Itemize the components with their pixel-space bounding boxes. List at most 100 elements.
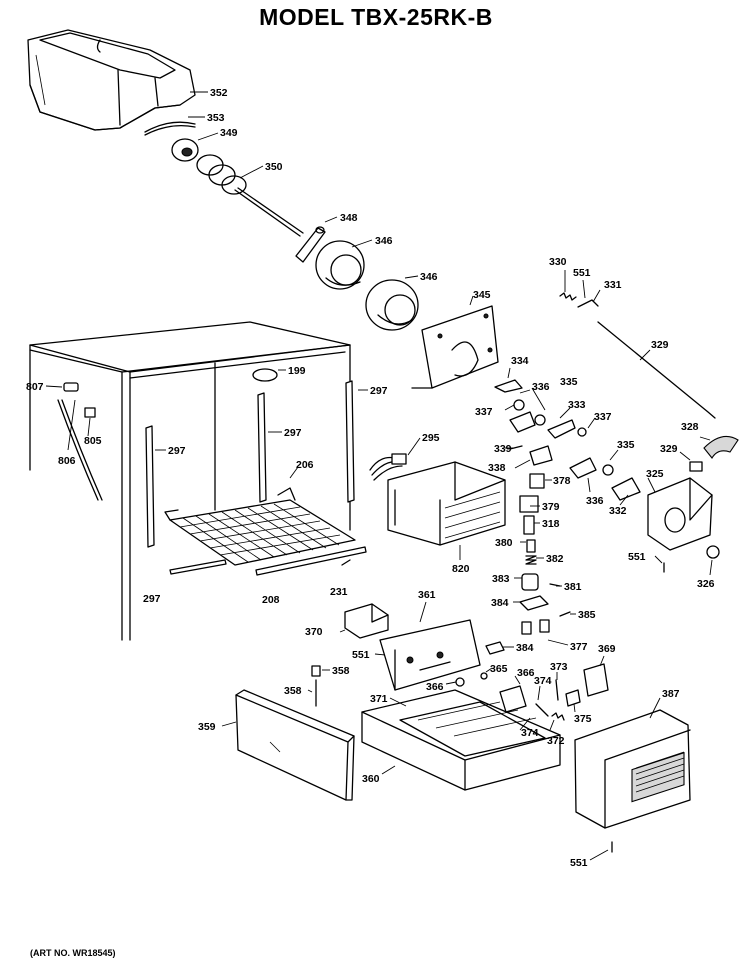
callout-371: 371 <box>370 693 388 705</box>
callout-551-top: 551 <box>573 267 591 279</box>
callout-387: 387 <box>662 688 680 700</box>
callout-345: 345 <box>473 289 491 301</box>
callout-551-panel: 551 <box>352 649 370 661</box>
callout-385: 385 <box>578 609 596 621</box>
callout-384-upper: 384 <box>491 597 509 609</box>
bracket-369-part <box>583 663 609 697</box>
callout-199: 199 <box>288 365 306 377</box>
callout-346-upper: 346 <box>375 235 393 247</box>
callout-329-upper: 329 <box>651 339 669 351</box>
shelf-rail-center-part <box>257 392 267 503</box>
gasket-part <box>61 399 103 501</box>
callout-328: 328 <box>681 421 699 433</box>
mounting-bracket-part <box>411 305 499 389</box>
gear-326-part <box>706 545 720 559</box>
callout-374-upper: 374 <box>534 675 552 687</box>
switch-379-part <box>519 495 539 513</box>
callout-297-center: 297 <box>284 427 302 439</box>
spring-382-part <box>525 555 537 565</box>
callout-366-lower: 366 <box>426 681 444 693</box>
callout-297-bottom: 297 <box>143 593 161 605</box>
spring-part <box>559 292 577 301</box>
auger-part <box>196 154 304 237</box>
callout-375: 375 <box>574 713 592 725</box>
wire-shelf-part <box>164 487 356 566</box>
callout-339: 339 <box>494 443 512 455</box>
bushing-part <box>63 382 79 392</box>
callout-373: 373 <box>550 661 568 673</box>
callout-820: 820 <box>452 563 470 575</box>
callout-297-left: 297 <box>168 445 186 457</box>
clip-329-part <box>689 461 703 472</box>
ice-bucket-part <box>27 29 196 131</box>
lever-333-part <box>547 419 576 439</box>
callout-378: 378 <box>553 475 571 487</box>
clip-part <box>577 299 599 308</box>
callout-333: 333 <box>568 399 586 411</box>
callout-337-right: 337 <box>594 411 612 423</box>
shelf-slide-part <box>169 559 227 575</box>
pin-374-part <box>535 703 549 717</box>
callout-338: 338 <box>488 462 506 474</box>
pin-380-part <box>526 539 536 553</box>
callout-383: 383 <box>492 573 510 585</box>
callout-807: 807 <box>26 381 44 393</box>
bucket-clip-part <box>144 121 196 133</box>
callout-805: 805 <box>84 435 102 447</box>
ice-tray-part <box>361 689 561 791</box>
bushing-383-part <box>521 573 539 591</box>
shaft-318-part <box>523 515 535 535</box>
callout-231: 231 <box>330 586 348 598</box>
callout-335-upper: 335 <box>560 376 578 388</box>
switch-384b-part <box>485 641 505 655</box>
callout-379: 379 <box>542 501 560 513</box>
callout-346-lower: 346 <box>420 271 438 283</box>
callout-551-bottom: 551 <box>570 857 588 869</box>
shelf-support-part <box>255 546 367 576</box>
timer-part <box>344 603 389 639</box>
plug-part <box>84 407 96 418</box>
cam-336-part <box>509 411 536 433</box>
callout-353: 353 <box>207 112 225 124</box>
callout-318: 318 <box>542 518 560 530</box>
callout-331: 331 <box>604 279 622 291</box>
control-bracket-part <box>379 619 481 691</box>
callout-329-lower: 329 <box>660 443 678 455</box>
washer-335b-part <box>602 464 614 476</box>
callout-366-upper: 366 <box>517 667 535 679</box>
callout-370: 370 <box>305 626 323 638</box>
light-part <box>252 368 278 382</box>
switch-377a-part <box>521 621 532 635</box>
callout-295: 295 <box>422 432 440 444</box>
callout-336-lower: 336 <box>586 495 604 507</box>
washer-365-part <box>480 672 488 680</box>
crusher-housing-part <box>365 279 419 331</box>
callout-335-lower: 335 <box>617 439 635 451</box>
callout-806: 806 <box>58 455 76 467</box>
front-grille-part <box>574 709 691 829</box>
switch-375-part <box>565 689 581 707</box>
screw-part <box>341 559 351 566</box>
callout-352: 352 <box>210 87 228 99</box>
lever-336b-part <box>569 457 597 479</box>
callout-334: 334 <box>511 355 529 367</box>
spring-372-part <box>551 712 565 721</box>
lever-328-part <box>703 435 739 459</box>
callout-384-lower: 384 <box>516 642 534 654</box>
ice-maker-assembly-part <box>387 461 506 546</box>
switch-378-part <box>529 473 545 489</box>
shelf-rail-left-part <box>145 425 155 548</box>
washer-335-part <box>534 414 546 426</box>
callout-372: 372 <box>547 735 565 747</box>
shelf-rail-right-part <box>345 380 355 503</box>
spring-373-part <box>555 679 559 701</box>
callout-382: 382 <box>546 553 564 565</box>
bearing-part <box>295 226 326 263</box>
callout-358-upper: 358 <box>332 665 350 677</box>
washer-337-part <box>513 399 525 411</box>
nut-366-part <box>455 677 465 687</box>
callout-208: 208 <box>262 594 280 606</box>
drive-coupling-part <box>171 138 199 162</box>
callout-361: 361 <box>418 589 436 601</box>
